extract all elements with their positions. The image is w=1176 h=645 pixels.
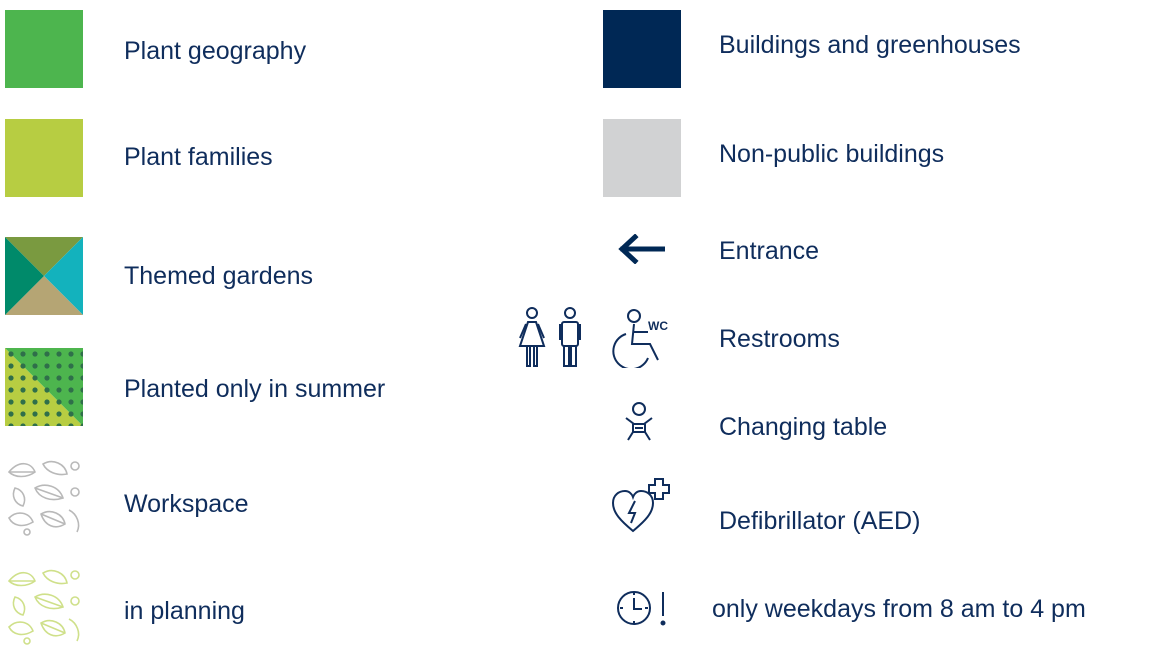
leaf-pattern-green-swatch	[5, 567, 83, 645]
changing-table-label: Changing table	[719, 413, 888, 441]
plant-geography-swatch	[5, 10, 83, 88]
female-restroom-icon	[514, 306, 550, 368]
clock-exclamation-icon	[616, 588, 674, 628]
non-public-label: Non-public buildings	[719, 140, 945, 168]
restrooms-label: Restrooms	[719, 325, 840, 353]
dotted-summer-swatch	[5, 348, 83, 426]
non-public-swatch	[603, 119, 681, 197]
planted-summer-label: Planted only in summer	[124, 375, 386, 403]
baby-icon	[622, 402, 656, 442]
buildings-label: Buildings and greenhouses	[719, 31, 1021, 59]
aed-heart-icon	[611, 477, 671, 535]
in-planning-label: in planning	[124, 597, 245, 625]
wheelchair-wc-icon: WC	[608, 308, 678, 368]
male-restroom-icon	[552, 306, 588, 368]
svg-text:WC: WC	[648, 319, 668, 333]
themed-gardens-label: Themed gardens	[124, 262, 314, 290]
aed-label: Defibrillator (AED)	[719, 507, 921, 535]
leaf-pattern-grey-swatch	[5, 458, 83, 536]
arrow-left-icon	[617, 234, 665, 264]
themed-gardens-swatch	[5, 237, 83, 315]
plant-families-swatch	[5, 119, 83, 197]
entrance-label: Entrance	[719, 237, 820, 265]
buildings-swatch	[603, 10, 681, 88]
plant-families-label: Plant families	[124, 143, 273, 171]
workspace-label: Workspace	[124, 490, 249, 518]
weekdays-hours-label: only weekdays from 8 am to 4 pm	[712, 595, 1086, 623]
plant-geography-label: Plant geography	[124, 37, 307, 65]
